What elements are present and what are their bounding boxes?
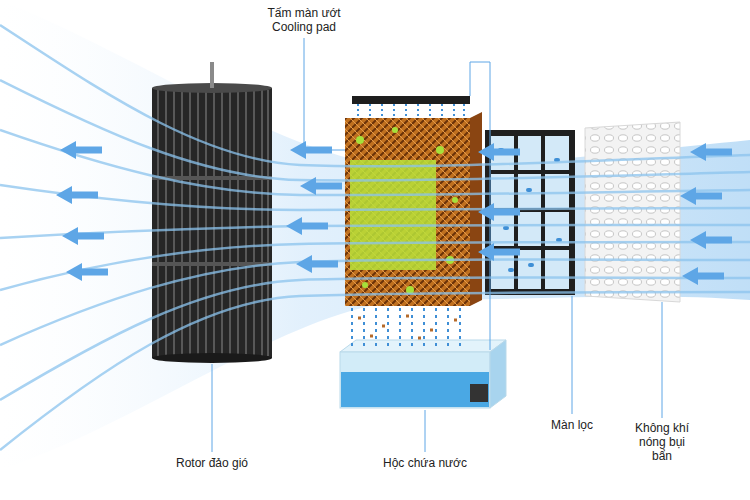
part-label: Hộc chứa nước	[365, 456, 485, 470]
flow-arrow	[690, 231, 732, 249]
bubble	[392, 127, 398, 133]
flow-arrow	[478, 243, 520, 261]
bubble	[356, 136, 364, 144]
flow-arrow	[62, 227, 104, 245]
leader-line	[304, 38, 345, 150]
flow-arrow	[682, 267, 724, 285]
pump-grille	[470, 384, 488, 402]
airflow-arrows	[56, 141, 732, 285]
part-label: Tấm màn ướt Cooling pad	[262, 6, 346, 34]
tank-water	[341, 372, 489, 407]
pane	[545, 136, 569, 170]
pane	[518, 136, 541, 170]
flow-arrow	[60, 141, 102, 159]
flow-arrow	[478, 203, 520, 221]
pane	[518, 212, 541, 246]
streak	[0, 225, 750, 238]
flow-arrow	[66, 263, 108, 281]
streak	[0, 242, 750, 290]
leader-line	[212, 364, 213, 452]
bubble	[436, 146, 444, 154]
leader-line	[572, 296, 573, 414]
leader-lines	[212, 38, 662, 452]
streak	[0, 185, 750, 210]
flow-arrow	[296, 255, 338, 273]
streak	[0, 278, 750, 401]
streak	[0, 260, 750, 346]
rotor-drum	[152, 62, 272, 363]
streak	[0, 130, 750, 195]
tank-front	[340, 352, 490, 408]
flow-arrow	[680, 187, 722, 205]
water-drops	[358, 316, 457, 338]
tank-side	[490, 340, 506, 408]
panel-body	[585, 122, 680, 302]
flow-arrow	[690, 143, 732, 161]
leader-line	[662, 302, 663, 418]
pad-wet-zone	[350, 160, 436, 270]
pane	[491, 212, 514, 246]
pane	[545, 174, 569, 208]
bubble	[362, 282, 368, 288]
pane	[545, 250, 569, 289]
flow-arrow	[300, 177, 342, 195]
flow-arrow	[56, 186, 98, 204]
leader-line	[425, 410, 426, 452]
part-label: Màn lọc	[542, 418, 602, 432]
cooling-pad	[345, 96, 482, 306]
water-pipe	[470, 62, 490, 350]
water-drips	[352, 308, 460, 346]
drip-bar	[352, 96, 470, 104]
part-label: Rotor đảo gió	[152, 456, 272, 470]
rotor-bottom	[152, 353, 272, 363]
part-label: Không khí nóng bụi bẩn	[632, 421, 692, 463]
water-tank	[340, 340, 506, 408]
airflow-streaks	[0, 25, 750, 450]
pane	[518, 250, 541, 289]
drip-lines	[358, 104, 464, 117]
airflow-band	[0, 0, 750, 470]
perforated-panel	[585, 122, 680, 302]
flow-arrow	[286, 217, 328, 235]
rotor-shaft	[210, 62, 214, 88]
flow-arrow	[478, 143, 520, 161]
streak	[0, 25, 750, 166]
bubble	[452, 197, 458, 203]
